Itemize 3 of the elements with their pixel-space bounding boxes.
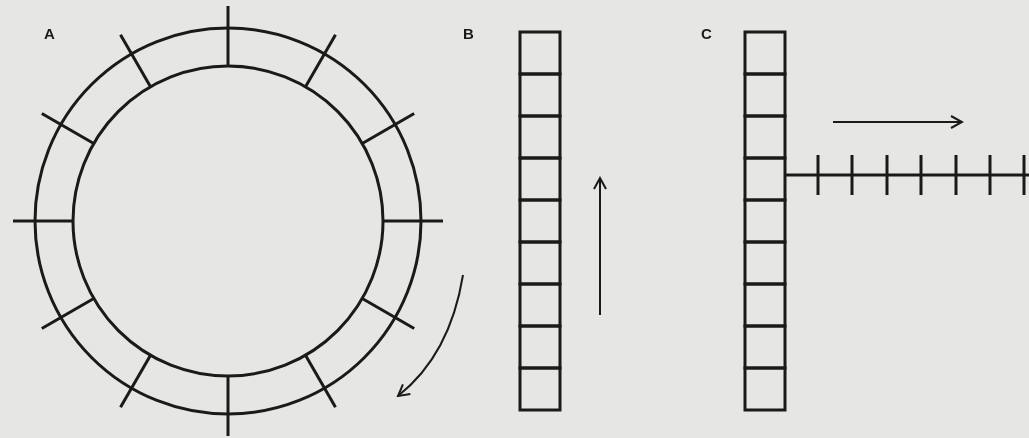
panel-label: A — [44, 26, 55, 41]
panel-label: B — [463, 26, 474, 41]
panel-label: C — [701, 26, 712, 41]
